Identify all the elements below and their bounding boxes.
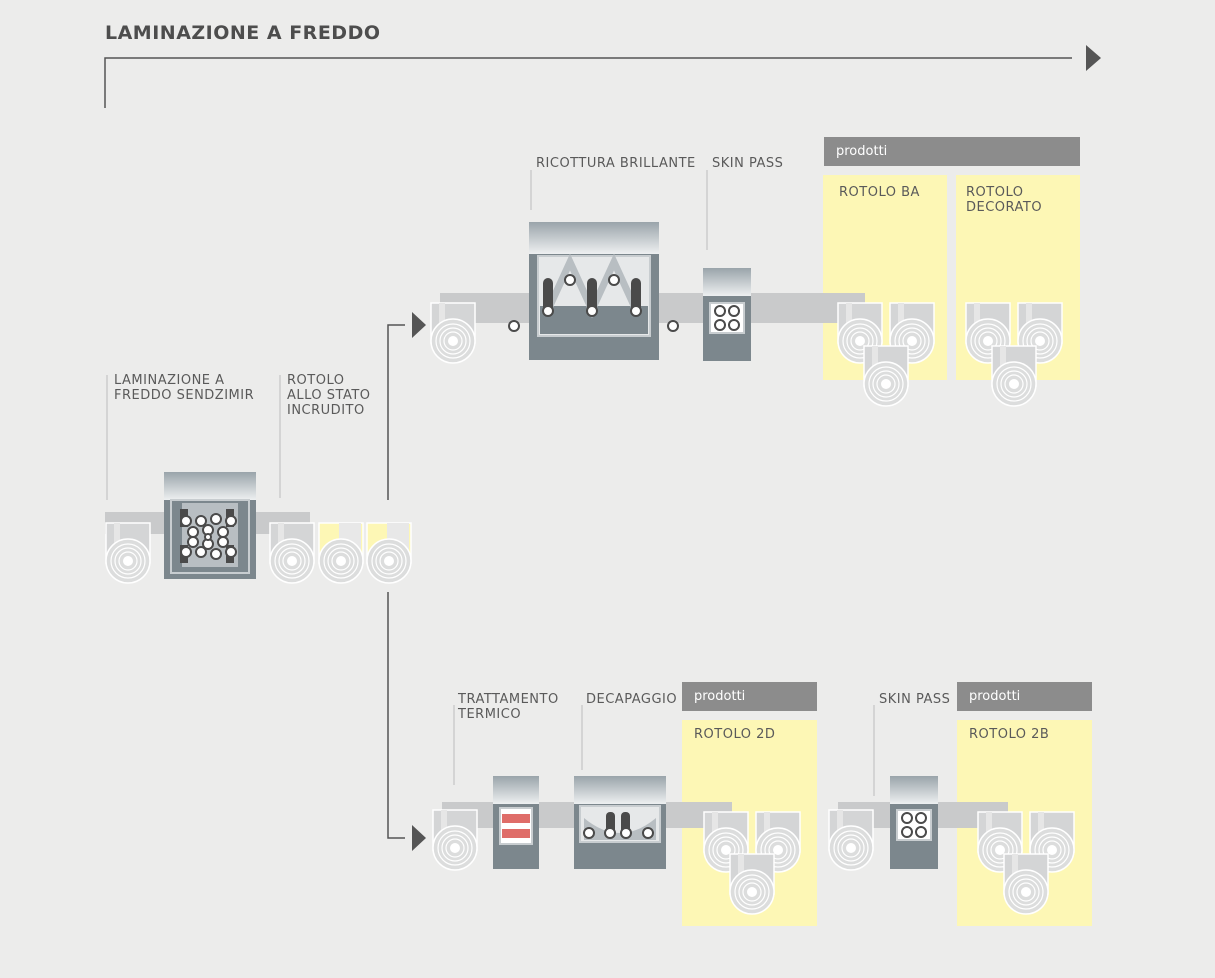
roller-icon [225, 515, 237, 527]
label-decapaggio: DECAPAGGIO [586, 692, 678, 707]
roller-icon [195, 515, 207, 527]
arrow-right-icon [1086, 45, 1101, 71]
roller-icon [187, 526, 199, 538]
skin-pass-bottom-machine-icon [890, 776, 938, 869]
roller-icon [187, 536, 199, 548]
label-sendzimir: LAMINAZIONE A FREDDO SENDZIMIR [114, 373, 255, 403]
products-header-2d: prodotti [682, 682, 817, 711]
roller-icon [217, 526, 229, 538]
label-ricottura: RICOTTURA BRILLANTE [536, 156, 696, 171]
label-trattamento: TRATTAMENTO TERMICO [458, 692, 559, 722]
page-title: LAMINAZIONE A FREDDO [105, 22, 381, 44]
roller-icon [217, 536, 229, 548]
product-label-ba: ROTOLO BA [839, 185, 920, 200]
label-skin-pass-bottom: SKIN PASS [879, 692, 951, 707]
annealing-furnace-machine-icon [529, 222, 659, 360]
roller-icon [180, 515, 192, 527]
bottom-line [432, 705, 1075, 915]
roller-icon [204, 533, 212, 541]
roller-icon [210, 513, 222, 525]
product-label-2b: ROTOLO 2B [969, 727, 1050, 742]
pickling-machine-icon [574, 776, 666, 869]
products-header-2b: prodotti [957, 682, 1092, 711]
heat-treatment-machine-icon [493, 776, 539, 869]
arrow-right-icon [412, 825, 426, 851]
product-label-decorato: ROTOLO DECORATO [966, 185, 1043, 215]
products-header-top: prodotti [824, 137, 1080, 166]
roller-icon [180, 546, 192, 558]
arrow-right-icon [412, 312, 426, 338]
sendzimir-rollers [180, 509, 237, 563]
roller-icon [195, 546, 207, 558]
roller-icon [210, 548, 222, 560]
product-label-2d: ROTOLO 2D [694, 727, 776, 742]
label-skin-pass-top: SKIN PASS [712, 156, 784, 171]
title-guide [104, 45, 1101, 108]
label-rotolo-incrudito: ROTOLO ALLO STATO INCRUDITO [287, 373, 371, 418]
sendzimir-line [105, 375, 412, 584]
roller-icon [225, 546, 237, 558]
skin-pass-top-machine-icon [703, 268, 751, 361]
branch-connector [387, 312, 426, 851]
top-line [430, 170, 1063, 407]
